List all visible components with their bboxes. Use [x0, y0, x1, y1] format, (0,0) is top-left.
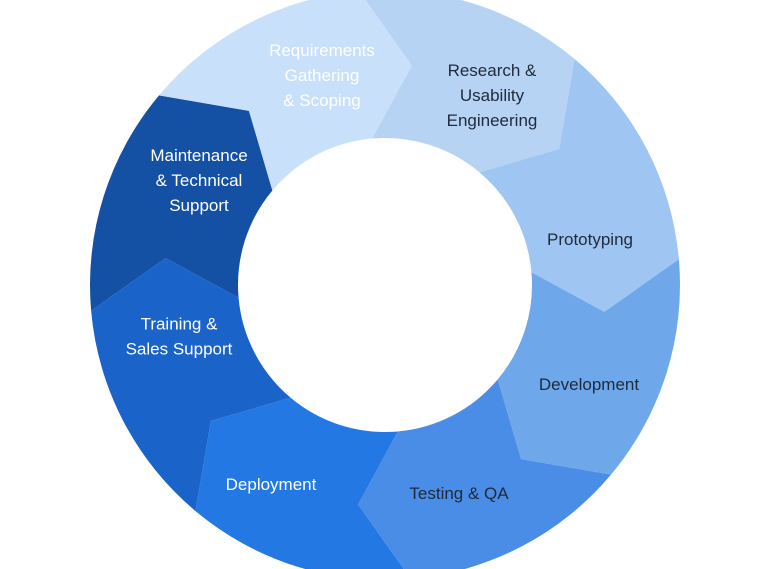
cycle-segment	[91, 258, 291, 511]
cycle-segment	[358, 379, 611, 569]
cycle-segment	[89, 95, 273, 311]
segment-label-line: Engineering	[447, 111, 538, 130]
segment-label-line: Usability	[460, 86, 525, 105]
segment-label-line: & Scoping	[283, 91, 361, 110]
segment-label: Training & Sales Support	[126, 315, 233, 359]
segment-label-line: & Technical	[156, 171, 243, 190]
segment-label: Testing & QA	[409, 484, 509, 503]
segment-label-line: Requirements	[269, 41, 375, 60]
segment-label-line: Maintenance	[150, 146, 247, 165]
cycle-segment	[365, 0, 575, 173]
cycle-segment	[159, 0, 412, 191]
segment-label-line: Development	[539, 375, 639, 394]
segment-label-line: Deployment	[226, 475, 317, 494]
segment-label-line: Testing & QA	[409, 484, 509, 503]
segment-label: Prototyping	[547, 230, 633, 249]
segment-label-line: Prototyping	[547, 230, 633, 249]
segment-label: Development	[539, 375, 639, 394]
segment-label-line: Training &	[141, 315, 219, 334]
segment-label-line: Support	[169, 196, 229, 215]
segment-label-line: Sales Support	[126, 340, 233, 359]
segment-label-line: Research &	[448, 61, 537, 80]
segment-label: Deployment	[226, 475, 317, 494]
cycle-segment	[479, 59, 679, 312]
cycle-segment	[497, 259, 681, 475]
segment-label-line: Gathering	[285, 66, 360, 85]
cycle-segment	[195, 397, 404, 569]
